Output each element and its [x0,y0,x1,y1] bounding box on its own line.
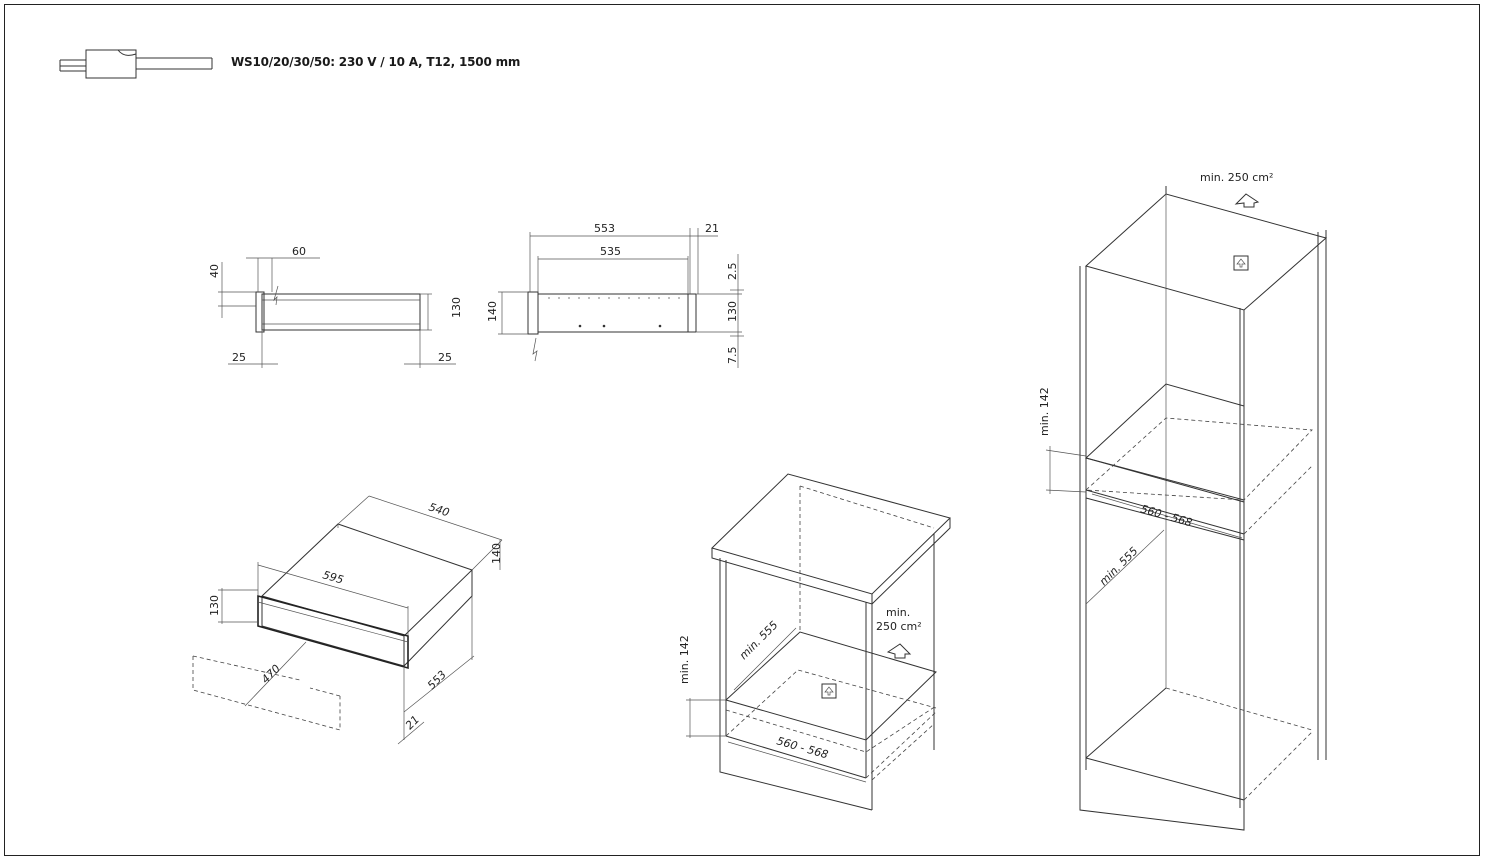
dim-tall-min-height: min. 142 [1038,387,1051,436]
dim-front-553: 553 [594,222,615,235]
dim-side-25-left: 25 [232,351,246,364]
dim-iso-540: 540 [427,500,451,519]
dim-front-535: 535 [600,245,621,258]
dim-tall-width-range: 560 - 568 [1139,502,1194,529]
side-view-drawing [218,257,456,368]
dim-tall-min-depth: min. 555 [1097,544,1141,588]
dim-iso-21: 21 [403,713,422,732]
power-plug-icon [59,49,213,79]
base-cabinet-drawing [686,473,951,811]
tall-cabinet-drawing [1045,186,1328,831]
dim-front-21: 21 [705,222,719,235]
tall-vent-label: min. 250 cm² [1200,171,1273,184]
dim-side-25-right: 25 [438,351,452,364]
drawing-frame [4,4,1480,856]
dim-side-130: 130 [450,297,463,318]
base-vent-label-line1: min. [886,606,910,619]
dim-iso-470: 470 [259,662,283,686]
base-vent-label-line2: 250 cm² [876,620,922,633]
isometric-drawer-drawing [192,495,503,745]
dim-front-130: 130 [726,301,739,322]
cable-spec-label: WS10/20/30/50: 230 V / 10 A, T12, 1500 m… [231,55,521,69]
dim-front-2-5: 2.5 [726,263,739,281]
dim-base-min-height: min. 142 [678,635,691,684]
dim-side-40: 40 [208,264,221,278]
dim-side-60: 60 [292,245,306,258]
dim-front-140: 140 [486,301,499,322]
dim-iso-553: 553 [425,668,449,692]
dim-iso-140: 140 [490,543,503,564]
dim-iso-130: 130 [208,595,221,616]
dim-front-7-5: 7.5 [726,347,739,365]
dim-iso-595: 595 [321,568,345,586]
front-view-drawing [498,228,744,368]
